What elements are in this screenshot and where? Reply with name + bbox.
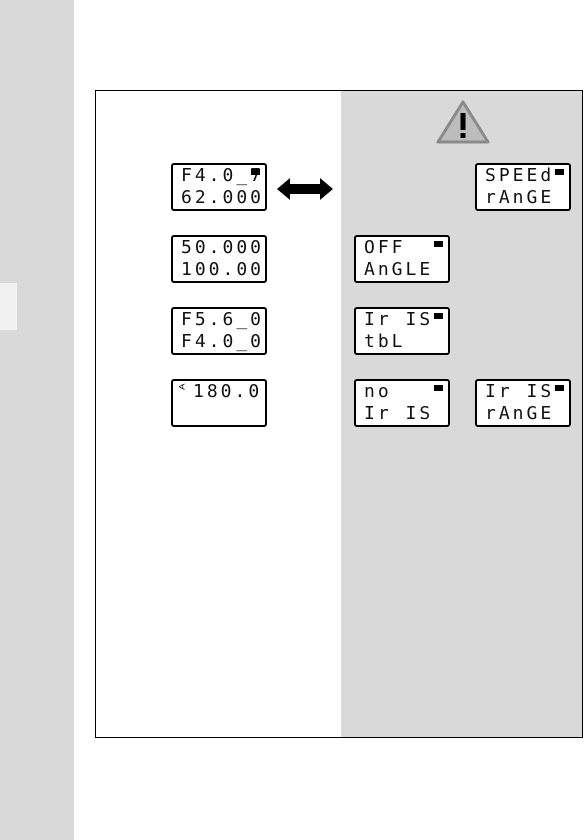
lcd-line-1: no	[364, 382, 440, 402]
lcd-line-1: SPEEd	[485, 166, 561, 186]
lcd-display-iris-table: Ir IS tbL	[354, 307, 450, 355]
left-margin-strip	[0, 0, 74, 840]
lcd-line-2: Ir IS	[364, 404, 440, 424]
lcd-display-off-angle: OFF AnGLE	[354, 235, 450, 283]
double-arrow-icon	[277, 178, 333, 200]
lcd-line-2: F4.0_0	[181, 332, 257, 352]
lcd-line-1: F4.0_7	[181, 166, 257, 186]
lcd-display-no-iris: no Ir IS	[354, 379, 450, 427]
lcd-display-angle: ∢ 180.0	[171, 379, 267, 427]
lcd-line-2: tbL	[364, 332, 440, 352]
lcd-line-2: 62.000	[181, 188, 257, 208]
lcd-line-2: 100.00	[181, 260, 257, 280]
lcd-line-1: Ir IS	[485, 382, 561, 402]
warning-triangle-icon	[435, 99, 491, 145]
lcd-line-1: F5.6_0	[181, 310, 257, 330]
lcd-line-2	[181, 404, 257, 424]
chapter-tab	[0, 283, 17, 330]
lcd-indicator	[555, 169, 564, 175]
lcd-display-focal-length: F4.0_7 62.000	[171, 163, 267, 211]
lcd-indicator	[434, 241, 443, 247]
lcd-line-2: rAnGE	[485, 188, 561, 208]
lcd-display-aperture: F5.6_0 F4.0_0	[171, 307, 267, 355]
lcd-line-1: 50.000	[181, 238, 257, 258]
angle-icon: ∢	[178, 384, 186, 393]
lcd-line-2: AnGLE	[364, 260, 440, 280]
lcd-indicator	[251, 169, 260, 175]
lcd-indicator	[434, 313, 443, 319]
lcd-display-speed-range: SPEEd rAnGE	[475, 163, 571, 211]
lcd-display-values: 50.000 100.00	[171, 235, 267, 283]
lcd-line-1: 180.0	[193, 382, 257, 402]
lcd-line-1: Ir IS	[364, 310, 440, 330]
lcd-display-iris-range: Ir IS rAnGE	[475, 379, 571, 427]
lcd-indicator	[555, 385, 564, 391]
lcd-line-2: rAnGE	[485, 404, 561, 424]
lcd-indicator	[434, 385, 443, 391]
lcd-line-1: OFF	[364, 238, 440, 258]
